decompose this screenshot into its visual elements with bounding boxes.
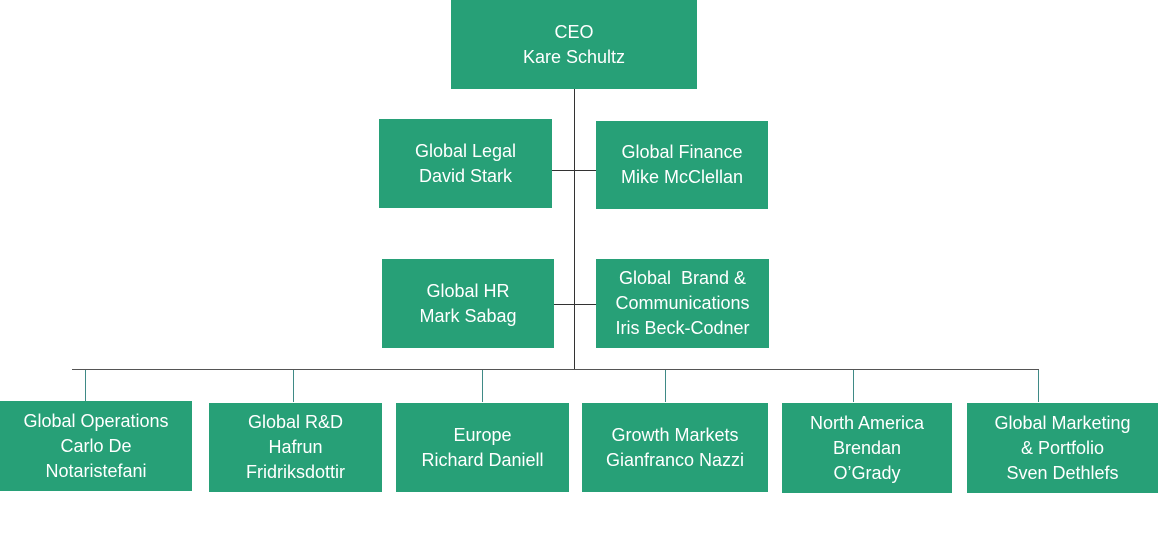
box-title: Global HR bbox=[426, 280, 510, 301]
box-name: Gianfranco Nazzi bbox=[605, 449, 745, 470]
legal-finance-connector bbox=[552, 170, 596, 171]
box-name: & Portfolio bbox=[1020, 437, 1105, 458]
box-title-line2: Communications bbox=[615, 293, 750, 313]
north-america-box: North America Brendan O’Grady bbox=[782, 403, 952, 493]
box-name-line2: Fridriksdottir bbox=[245, 462, 345, 482]
box-title: Europe bbox=[453, 424, 512, 445]
box-title: Global R&D bbox=[247, 412, 344, 432]
box-name: Richard Daniell bbox=[421, 449, 544, 470]
drop-line-marketing bbox=[1038, 370, 1039, 402]
box-name: Iris Beck-Codner bbox=[615, 318, 750, 338]
box-name: Mark Sabag bbox=[419, 305, 517, 326]
drop-line-growth bbox=[665, 370, 666, 402]
hr-brand-connector bbox=[554, 304, 596, 305]
box-name-line2: Notaristefani bbox=[45, 460, 147, 481]
main-vertical-connector bbox=[574, 89, 575, 370]
box-title: Global Marketing bbox=[994, 412, 1131, 433]
marketing-box: Global Marketing & Portfolio Sven Dethle… bbox=[967, 403, 1158, 493]
hr-box: Global HR Mark Sabag bbox=[382, 259, 554, 348]
drop-line-rnd bbox=[293, 370, 294, 402]
rnd-box: Global R&D Hafrun Fridriksdottir bbox=[209, 403, 382, 492]
brand-box: Global Brand & Communications Iris Beck-… bbox=[596, 259, 769, 348]
units-horizontal-connector bbox=[72, 369, 1039, 370]
operations-box: Global Operations Carlo De Notaristefani bbox=[0, 401, 192, 491]
box-title: Global Finance bbox=[621, 142, 743, 162]
box-name-line2: Sven Dethlefs bbox=[1006, 462, 1119, 483]
box-name: Brendan bbox=[832, 437, 902, 458]
box-title: Growth Markets bbox=[611, 424, 739, 445]
box-name-line2: O’Grady bbox=[833, 462, 901, 483]
box-title: Global Legal bbox=[414, 140, 517, 161]
finance-box: Global Finance Mike McClellan bbox=[596, 121, 768, 209]
europe-box: Europe Richard Daniell bbox=[396, 403, 569, 492]
drop-line-europe bbox=[482, 370, 483, 402]
box-name: David Stark bbox=[418, 165, 513, 186]
box-title: Global Brand & bbox=[618, 268, 747, 288]
drop-line-operations bbox=[85, 370, 86, 402]
drop-line-north-america bbox=[853, 370, 854, 402]
box-title: Global Operations bbox=[23, 410, 169, 431]
box-title: North America bbox=[809, 412, 925, 433]
box-name: Kare Schultz bbox=[522, 46, 626, 67]
growth-markets-box: Growth Markets Gianfranco Nazzi bbox=[582, 403, 768, 492]
box-name: Mike McClellan bbox=[620, 167, 744, 187]
box-name: Hafrun bbox=[268, 437, 323, 457]
box-name: Carlo De bbox=[60, 435, 132, 456]
ceo-box: CEO Kare Schultz bbox=[451, 0, 697, 89]
box-title: CEO bbox=[554, 21, 594, 42]
legal-box: Global Legal David Stark bbox=[379, 119, 552, 208]
